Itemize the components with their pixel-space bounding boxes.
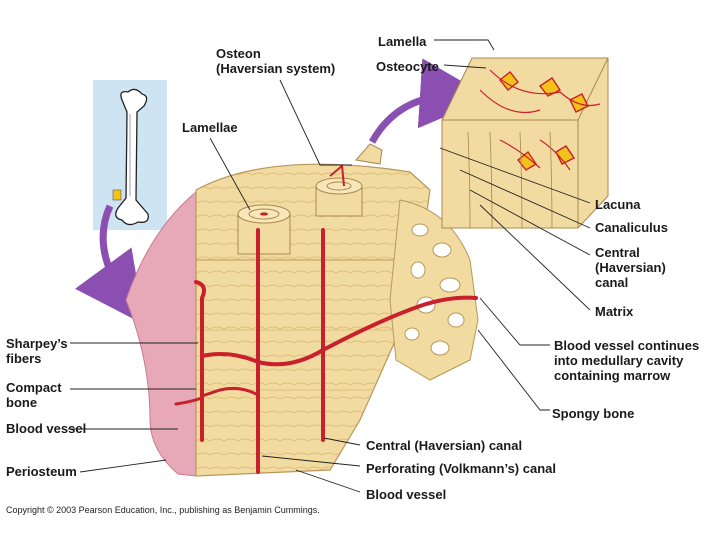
label-matrix: Matrix [595,304,634,319]
label-lacuna: Lacuna [595,197,641,212]
label-canaliculus: Canaliculus [595,220,668,235]
osteon-small [355,143,383,165]
label-perforating-canal: Perforating (Volkmann’s) canal [366,461,556,476]
leader-lines [68,39,591,493]
osteon-left [237,204,291,255]
label-spongy-bone: Spongy bone [552,406,635,421]
label-central-canal-right: Central (Haversian) canal [595,245,666,290]
label-lamellae: Lamellae [182,120,238,135]
arrow-left [74,204,145,325]
label-central-canal-bottom: Central (Haversian) canal [366,438,523,453]
label-osteocyte: Osteocyte [376,59,439,74]
lamella-inset [441,57,609,229]
label-blood-vessel-left: Blood vessel [6,421,87,436]
label-lamella: Lamella [378,34,427,49]
label-osteon: Osteon (Haversian system) [216,46,336,76]
label-blood-vessel-continues: Blood vessel continues into medullary ca… [554,338,700,383]
blood-vessels [174,228,478,474]
label-sharpeys-fibers: Sharpey’s fibers [6,336,68,366]
label-compact-bone: Compact bone [6,380,62,410]
arrow-top [368,58,490,144]
femur-inset [93,80,167,230]
highlight-square [112,189,122,201]
label-periosteum: Periosteum [6,464,77,479]
periosteum-layer [125,190,197,477]
label-blood-vessel-bottom: Blood vessel [366,487,447,502]
osteon-center [315,164,363,217]
copyright-notice: Copyright © 2003 Pearson Education, Inc.… [6,505,320,515]
